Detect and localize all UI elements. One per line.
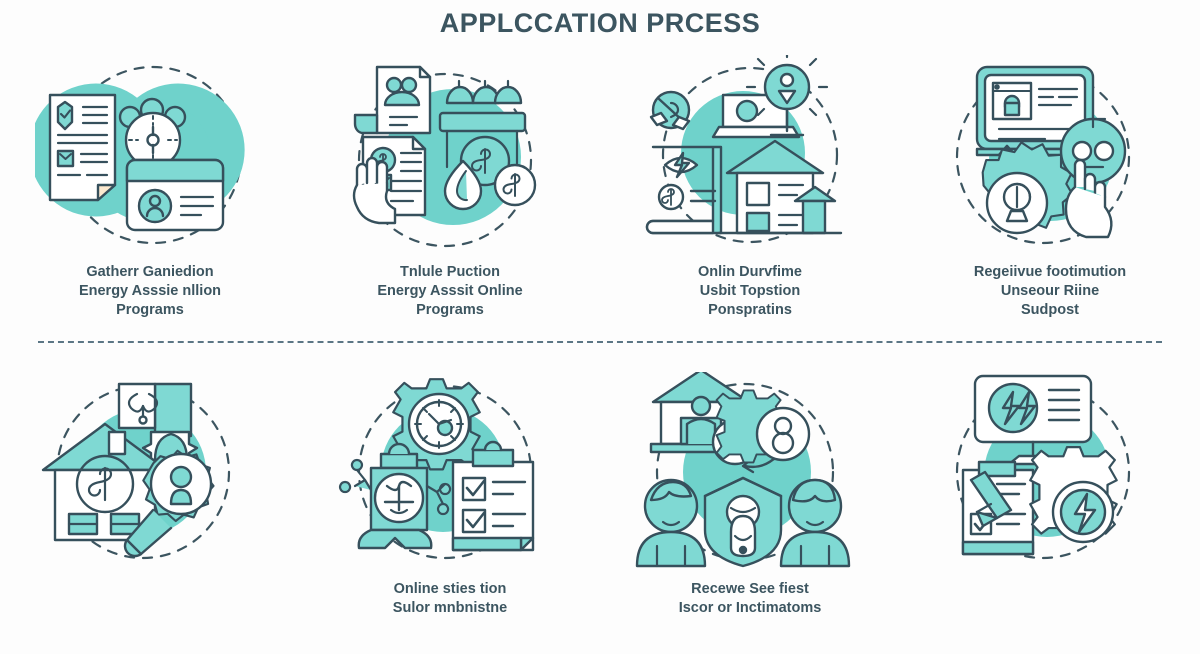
caption-line: Sudpost	[1021, 302, 1079, 318]
step-item-6[interactable]: Online sties tion Sulor mnbnistne	[300, 372, 600, 618]
caption-line: Gatherr Ganiedion	[86, 264, 214, 280]
step-caption-3: Onlin Durvfime Usbit Topstion Ponspratin…	[630, 263, 870, 320]
section-divider	[38, 341, 1162, 343]
illustration-home-value-search	[35, 372, 265, 572]
caption-line: Recewe See fiest	[691, 581, 809, 597]
caption-line: Ponspratins	[708, 302, 792, 318]
step-item-3[interactable]: Onlin Durvfime Usbit Topstion Ponspratin…	[600, 55, 900, 320]
illustration-household-eligibility	[635, 372, 865, 572]
step-caption-7: Recewe See fiest Iscor or Inctimatoms	[630, 580, 870, 618]
step-item-1[interactable]: Gatherr Ganiedion Energy Asssie nllion P…	[0, 55, 300, 320]
caption-line: Usbit Topstion	[699, 283, 801, 299]
caption-line: Energy Asssie nllion	[78, 283, 222, 299]
caption-line: Unseour Riine	[1000, 283, 1100, 299]
step-item-2[interactable]: Tnlule Puction Energy Asssit Online Prog…	[300, 55, 600, 320]
caption-line: Sulor mnbnistne	[392, 600, 508, 616]
step-item-8[interactable]	[900, 372, 1200, 618]
caption-line: Regeiivue footimution	[973, 264, 1127, 280]
page-title: APPLCCATION PRCESS	[439, 8, 761, 38]
caption-line: Iscor or Inctimatoms	[678, 600, 822, 616]
step-caption-1: Gatherr Ganiedion Energy Asssie nllion P…	[30, 263, 270, 320]
step-caption-2: Tnlule Puction Energy Asssit Online Prog…	[330, 263, 570, 320]
illustration-automation-checklist	[335, 372, 565, 572]
step-caption-4: Regeiivue footimution Unseour Riine Sudp…	[930, 263, 1170, 320]
caption-line: Programs	[416, 302, 484, 318]
caption-line: Online sties tion	[393, 581, 507, 597]
illustration-energy-monitoring-setup	[935, 372, 1165, 572]
step-item-5[interactable]	[0, 372, 300, 618]
step-item-7[interactable]: Recewe See fiest Iscor or Inctimatoms	[600, 372, 900, 618]
caption-line: Energy Asssit Online	[377, 283, 523, 299]
caption-line: Programs	[116, 302, 184, 318]
illustration-documents-clock-id-card	[35, 55, 265, 255]
step-item-4[interactable]: Regeiivue footimution Unseour Riine Sudp…	[900, 55, 1200, 320]
steps-row-top: Gatherr Ganiedion Energy Asssie nllion P…	[0, 55, 1200, 320]
step-caption-6: Online sties tion Sulor mnbnistne	[330, 580, 570, 618]
illustration-secure-portal-settings	[935, 55, 1165, 255]
illustration-online-utility-house	[635, 55, 865, 255]
illustration-application-form-utilities	[335, 55, 565, 255]
steps-row-bottom: Online sties tion Sulor mnbnistne	[0, 372, 1200, 618]
caption-line: Tnlule Puction	[400, 264, 500, 280]
caption-line: Onlin Durvfime	[698, 264, 802, 280]
